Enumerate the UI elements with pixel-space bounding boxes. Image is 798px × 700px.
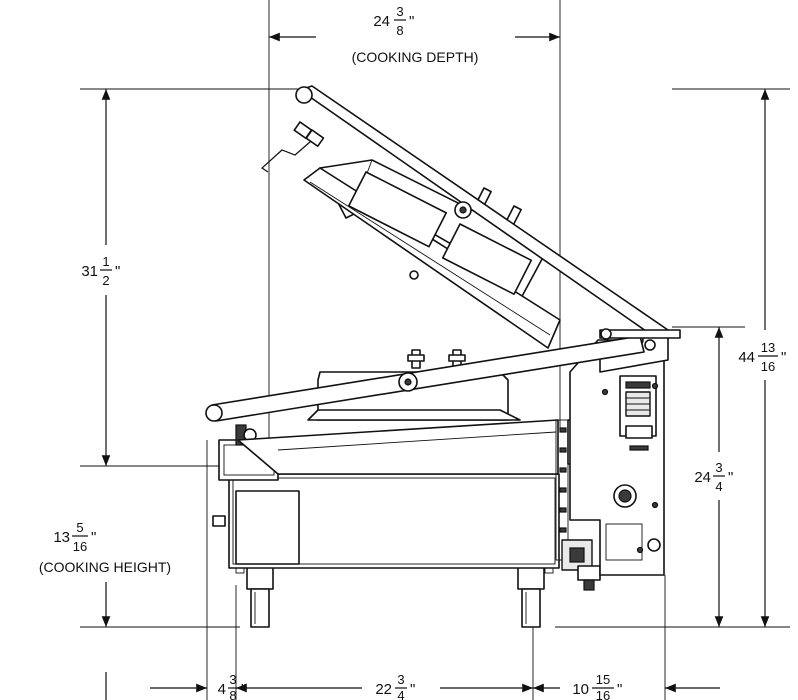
dimension-lines bbox=[101, 32, 770, 700]
dim-cooking-depth-whole: 24 bbox=[373, 13, 390, 30]
dim-platen-height-den: 2 bbox=[102, 273, 109, 288]
closed-upper-platen bbox=[205, 335, 645, 422]
dim-rear-offset: 10 15 16 " bbox=[572, 672, 622, 700]
dim-base-depth-den: 4 bbox=[397, 688, 404, 700]
dim-cooking-height-caption: (COOKING HEIGHT) bbox=[39, 559, 171, 575]
dim-cooking-height-num: 5 bbox=[76, 520, 83, 535]
open-upper-platen bbox=[261, 85, 681, 349]
dim-cooking-height-den: 16 bbox=[73, 539, 87, 554]
dim-front-offset-whole: 4 bbox=[218, 681, 226, 698]
dim-front-offset: 4 3 8 " bbox=[218, 672, 247, 700]
dim-rear-offset-den: 16 bbox=[596, 688, 610, 700]
dim-platen-height-unit: " bbox=[115, 263, 120, 280]
dim-platen-height-num: 1 bbox=[102, 254, 109, 269]
dim-unit-height-unit: " bbox=[728, 469, 733, 486]
dim-platen-height: 31 1 2 " bbox=[81, 254, 120, 288]
dim-rear-offset-num: 15 bbox=[596, 672, 610, 687]
extension-lines bbox=[80, 0, 790, 700]
dim-front-offset-den: 8 bbox=[229, 688, 236, 700]
dim-cooking-height-unit: " bbox=[91, 529, 96, 546]
dim-rear-offset-unit: " bbox=[617, 681, 622, 698]
dim-cooking-depth-num: 3 bbox=[396, 4, 403, 19]
dim-unit-height: 24 3 4 " bbox=[694, 460, 733, 494]
dim-unit-height-den: 4 bbox=[715, 479, 722, 494]
dim-base-depth: 22 3 4 " bbox=[375, 672, 415, 700]
dim-front-offset-unit: " bbox=[241, 681, 246, 698]
dim-cooking-depth: 24 3 8 " (COOKING DEPTH) bbox=[352, 4, 479, 65]
dim-base-depth-num: 3 bbox=[397, 672, 404, 687]
dim-unit-height-num: 3 bbox=[715, 460, 722, 475]
dim-platen-height-whole: 31 bbox=[81, 263, 98, 280]
dim-rear-offset-whole: 10 bbox=[572, 681, 589, 698]
dim-overall-height-den: 16 bbox=[761, 359, 775, 374]
dim-unit-height-whole: 24 bbox=[694, 469, 711, 486]
dim-cooking-depth-unit: " bbox=[409, 13, 414, 30]
dim-overall-height: 44 13 16 " bbox=[738, 340, 786, 374]
dim-cooking-depth-den: 8 bbox=[396, 23, 403, 38]
dim-overall-height-whole: 44 bbox=[738, 349, 755, 366]
dim-overall-height-unit: " bbox=[781, 349, 786, 366]
dim-cooking-depth-caption: (COOKING DEPTH) bbox=[352, 49, 479, 65]
dim-cooking-height: 13 5 16 " (COOKING HEIGHT) bbox=[39, 520, 171, 575]
rear-control-cabinet bbox=[569, 331, 669, 576]
dim-cooking-height-whole: 13 bbox=[53, 529, 70, 546]
dim-base-depth-whole: 22 bbox=[375, 681, 392, 698]
dim-base-depth-unit: " bbox=[410, 681, 415, 698]
dim-overall-height-num: 13 bbox=[761, 340, 775, 355]
grill-base bbox=[212, 417, 617, 628]
dim-front-offset-num: 3 bbox=[229, 672, 236, 687]
